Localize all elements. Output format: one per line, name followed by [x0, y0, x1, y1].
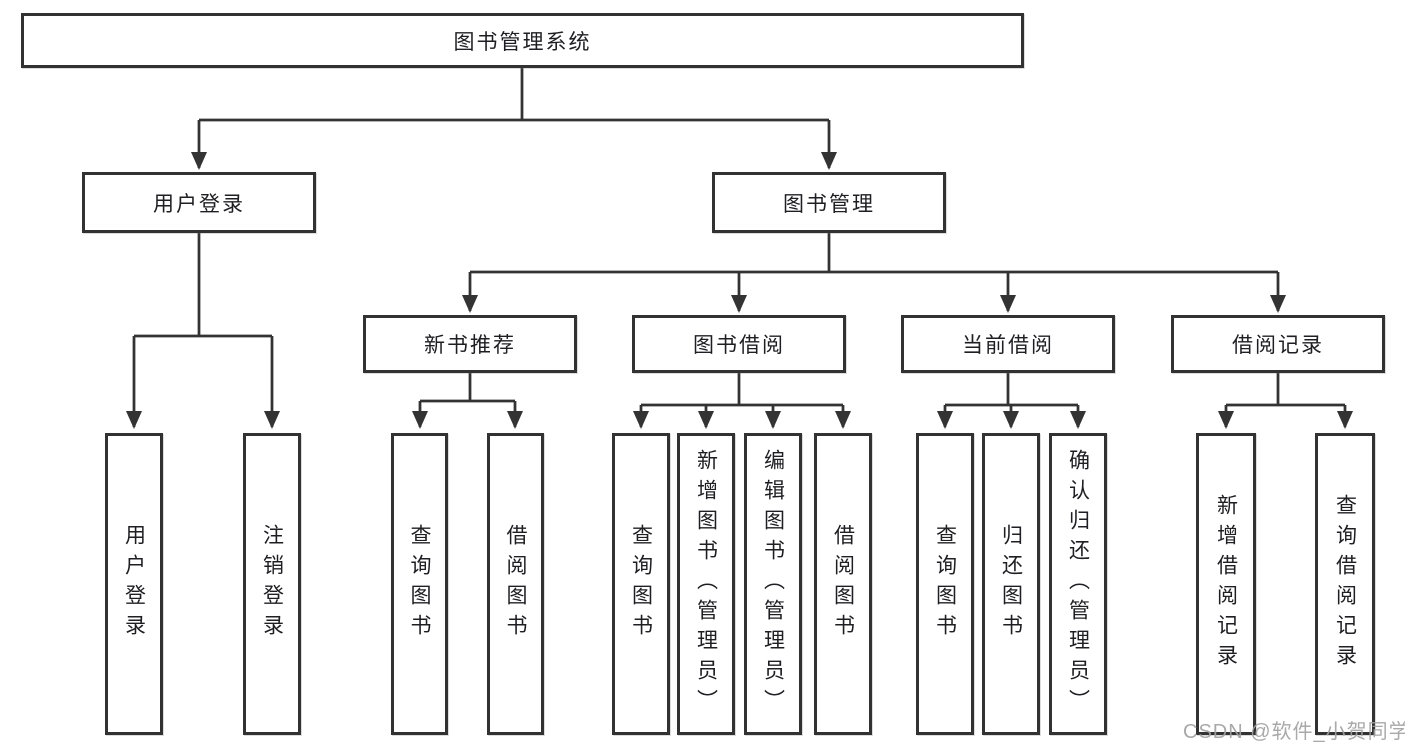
- node-library-management-system: 图书管理系统: [21, 13, 1024, 68]
- node-label: 图书管理系统: [453, 30, 592, 54]
- node-label: 归还图书: [999, 524, 1023, 644]
- leaf-add-borrow-record: 新增借阅记录: [1196, 433, 1256, 735]
- node-label: 借阅图书: [831, 524, 855, 644]
- leaf-logout: 注销登录: [243, 433, 301, 735]
- node-user-login: 用户登录: [82, 172, 316, 233]
- node-label: 借阅图书: [504, 524, 527, 644]
- leaf-borrow-books-bb: 借阅图书: [814, 433, 872, 735]
- node-label: 新增借阅记录: [1214, 494, 1238, 674]
- node-label: 查询图书: [629, 524, 653, 644]
- connector-current-borrow: [945, 373, 1078, 407]
- node-label: 图书管理: [783, 192, 875, 216]
- leaf-edit-books-admin: 编辑图书（管理员）: [744, 433, 802, 735]
- node-book-management: 图书管理: [712, 172, 946, 233]
- connector-borrow-records: [1226, 373, 1345, 407]
- connector-root: [199, 68, 829, 122]
- leaf-query-books-cb: 查询图书: [916, 433, 974, 735]
- leaf-add-books-admin: 新增图书（管理员）: [677, 433, 735, 735]
- node-label: 注销登录: [260, 524, 284, 644]
- connector-user-login: [134, 233, 272, 338]
- leaf-query-borrow-record: 查询借阅记录: [1315, 433, 1375, 735]
- node-new-book-recommend: 新书推荐: [363, 315, 577, 373]
- node-book-borrow: 图书借阅: [632, 315, 846, 373]
- node-borrow-records: 借阅记录: [1171, 315, 1385, 373]
- node-label: 确认归还（管理员）: [1066, 449, 1090, 719]
- connector-new-book-recommend: [420, 373, 515, 403]
- node-label: 编辑图书（管理员）: [761, 449, 785, 719]
- node-label: 用户登录: [153, 192, 245, 216]
- leaf-borrow-books-nbr: 借阅图书: [487, 433, 544, 735]
- node-label: 查询图书: [408, 524, 431, 644]
- leaf-confirm-return-admin: 确认归还（管理员）: [1049, 433, 1107, 735]
- node-label: 查询图书: [933, 524, 957, 644]
- leaf-query-books-bb: 查询图书: [612, 433, 670, 735]
- leaf-query-books-nbr: 查询图书: [391, 433, 448, 735]
- node-current-borrow: 当前借阅: [901, 315, 1115, 373]
- node-label: 查询借阅记录: [1333, 494, 1357, 674]
- node-label: 当前借阅: [962, 334, 1054, 357]
- node-label: 新增图书（管理员）: [694, 449, 718, 719]
- node-label: 新书推荐: [424, 334, 516, 357]
- connector-book-management: [470, 233, 1278, 274]
- leaf-user-login: 用户登录: [105, 433, 163, 735]
- node-label: 图书借阅: [693, 334, 785, 357]
- leaf-return-books: 归还图书: [982, 433, 1040, 735]
- connector-book-borrow: [641, 373, 843, 407]
- node-label: 用户登录: [122, 524, 146, 644]
- csdn-watermark: CSDN @软件_小贺同学: [1183, 721, 1405, 743]
- node-label: 借阅记录: [1232, 334, 1324, 357]
